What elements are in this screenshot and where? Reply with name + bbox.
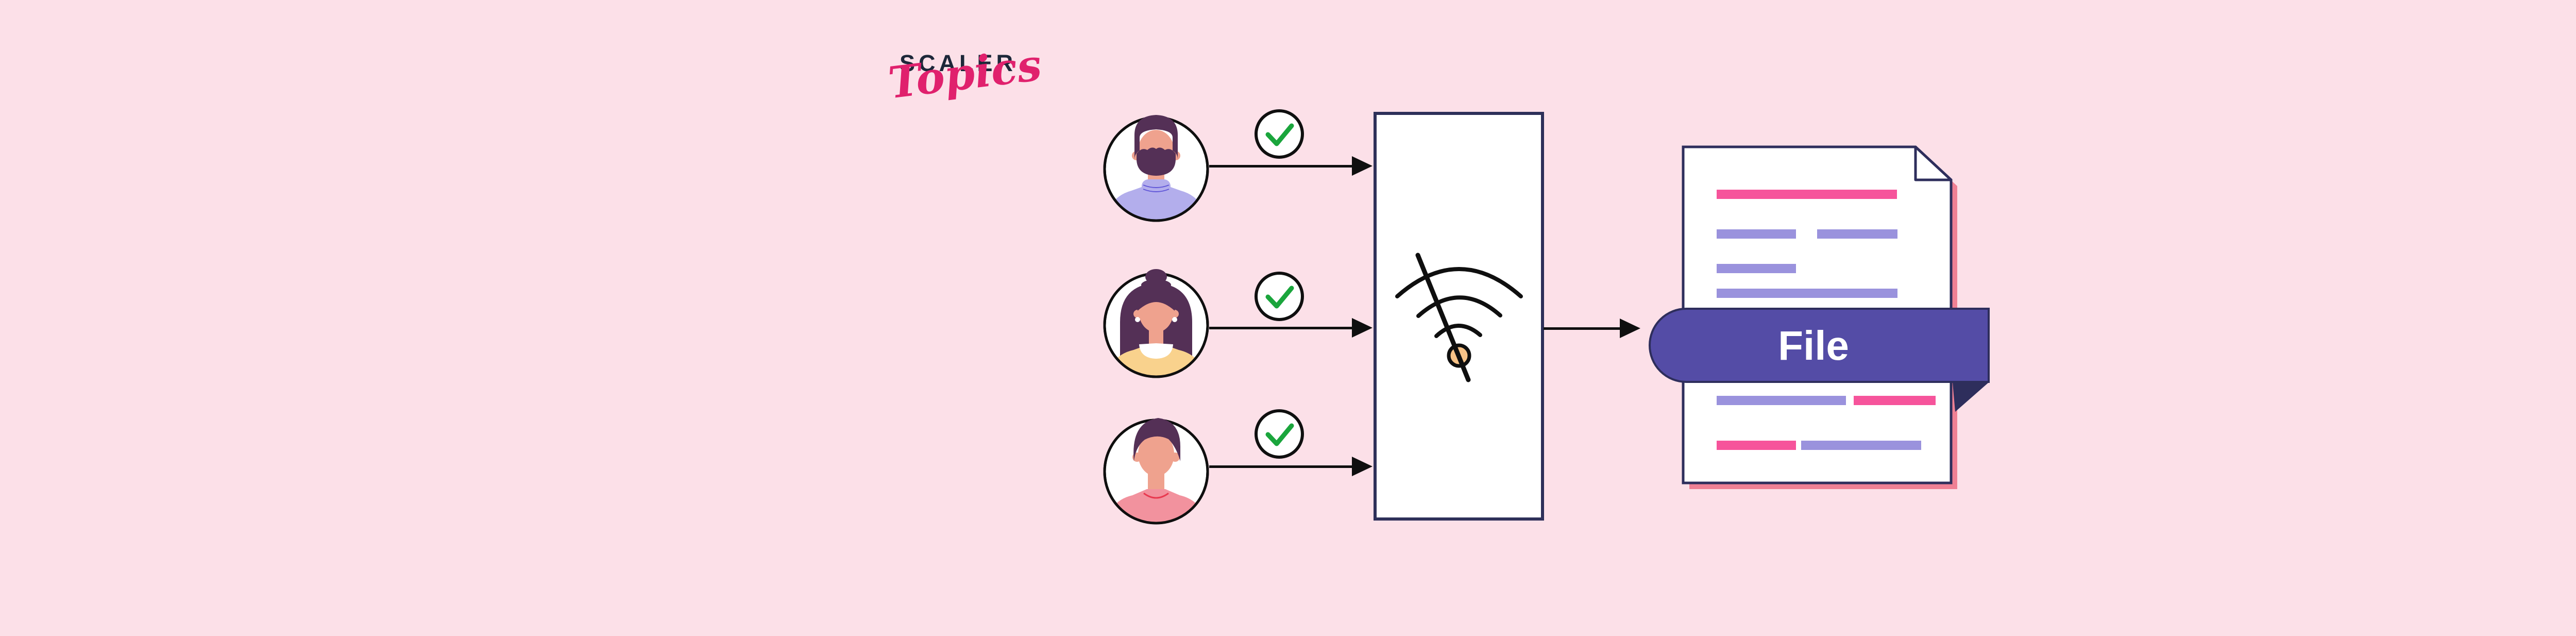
doc-text-line [1817,229,1897,239]
avatar-ear [1171,310,1179,318]
arrow-head-2 [1352,318,1372,338]
wifi-off-icon [1395,253,1523,382]
collar-line [1143,189,1170,192]
doc-text-line [1717,441,1796,450]
check-circle [1255,109,1304,159]
user-avatar-1 [1103,115,1209,222]
arrow-line-2 [1209,327,1352,329]
check-badge-3 [1255,409,1304,459]
avatar-hair [1134,115,1178,160]
doc-text-line [1717,264,1796,273]
checkmark-icon [1265,423,1294,446]
file-document: File [1649,145,1990,489]
file-ribbon [1649,308,1990,383]
avatar-collar [1139,343,1156,359]
arrow-line-1 [1209,165,1352,168]
wifi-arc-middle [1416,295,1502,318]
doc-text-line [1854,396,1936,405]
avatar-beard [1137,147,1176,176]
arrow-head-3 [1352,457,1372,476]
user-avatar-3 [1103,418,1209,525]
earring [1135,317,1140,322]
arrow-head-1 [1352,156,1372,176]
collar-line [1143,185,1170,188]
avatar-collar [1156,343,1173,359]
avatar-bun [1145,269,1167,284]
check-circle [1255,272,1304,321]
ribbon-fold [1953,382,1989,412]
folded-corner [1914,145,1953,181]
doc-text-line [1717,396,1846,405]
check-badge-1 [1255,109,1304,159]
arrow-line-output [1544,327,1620,330]
arrow-head-output [1620,319,1640,338]
avatar-ear [1133,310,1142,318]
doc-text-line [1801,441,1921,450]
checkmark-icon [1265,123,1294,146]
check-circle [1255,409,1304,459]
logo-brand-text: SCALER [900,50,1017,76]
user-avatar-2 [1103,269,1209,378]
no-signal-box [1374,112,1544,521]
avatar-bangs [1138,284,1175,311]
wifi-arc-inner [1434,324,1482,338]
checkmark-icon [1265,286,1294,309]
doc-text-line [1717,229,1796,239]
file-label: File [1778,323,1849,369]
wifi-slash [1415,253,1471,382]
doc-text-line [1717,289,1897,298]
arrow-line-3 [1209,465,1352,468]
wifi-arc-outer [1395,267,1523,298]
doc-text-line [1717,190,1897,199]
avatar-ear [1171,453,1180,462]
collar-line [1143,492,1169,499]
check-badge-2 [1255,272,1304,321]
avatar-face [1138,432,1174,476]
avatar-hair [1133,418,1181,461]
earring [1172,317,1177,322]
